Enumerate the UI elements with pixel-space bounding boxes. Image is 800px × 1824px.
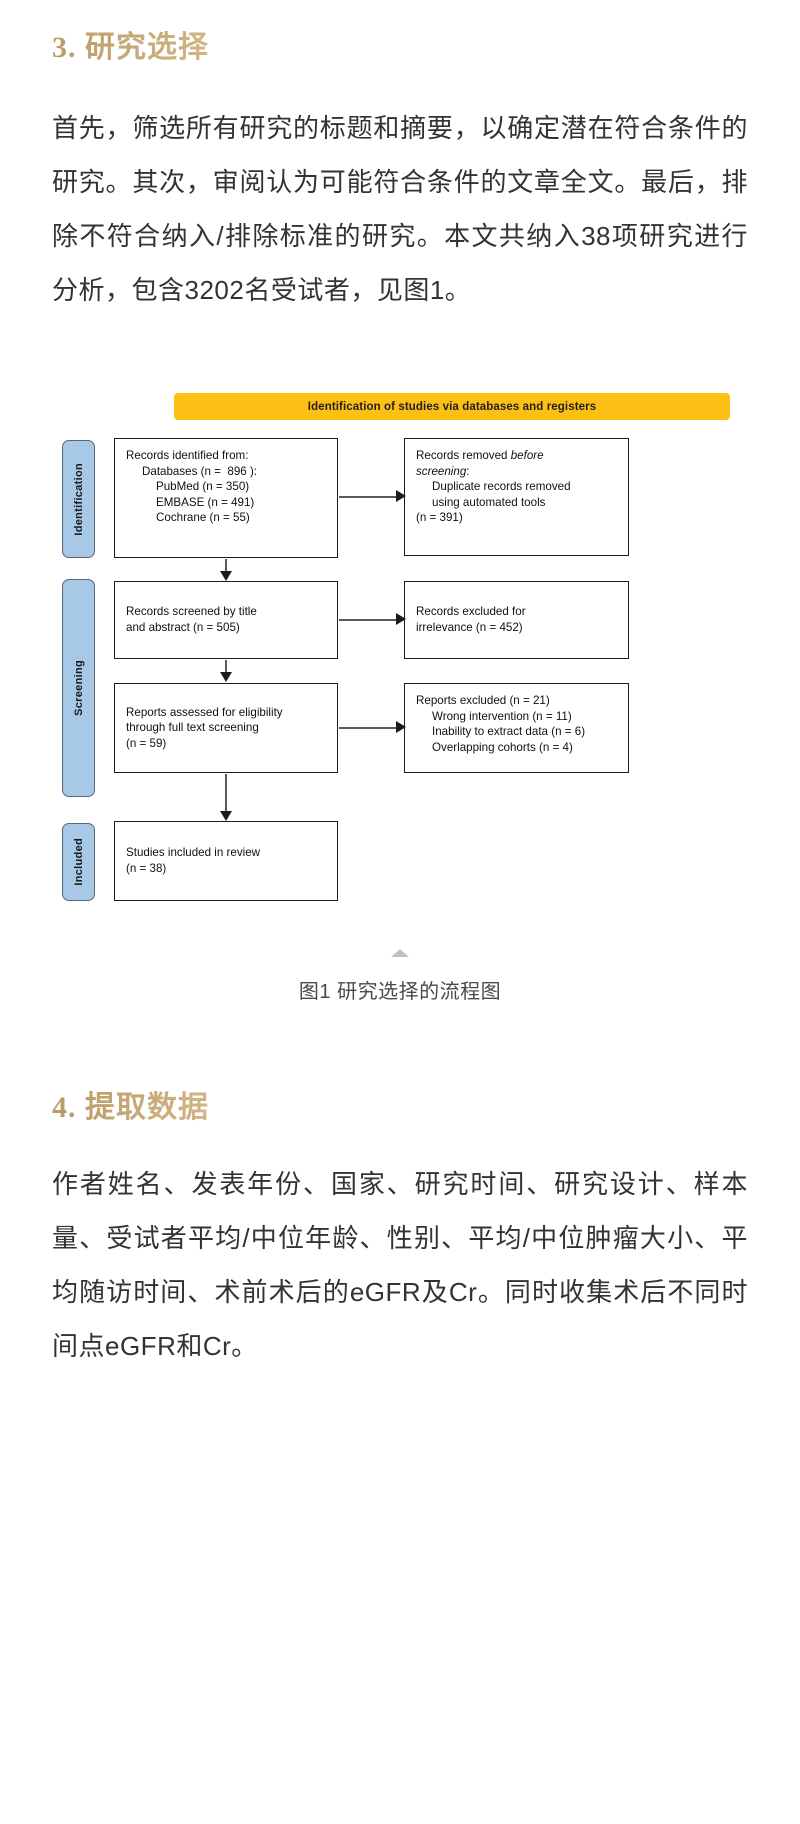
node-line: Studies included in review <box>126 846 261 860</box>
flow-node-records-screened: Records screened by title and abstract (… <box>114 581 338 659</box>
node-line: Records excluded for <box>416 605 526 619</box>
node-line: Wrong intervention (n = 11) <box>432 709 572 723</box>
arrow-screened-to-excluded <box>339 619 397 621</box>
arrowhead-right-icon <box>396 490 406 502</box>
figure-flowchart: Identification of studies via databases … <box>52 383 748 1004</box>
node-line: Inability to extract data (n = 6) <box>432 725 586 739</box>
node-text: : <box>466 464 470 478</box>
flow-node-records-identified: Records identified from: Databases (n = … <box>114 438 338 558</box>
arrowhead-right-icon <box>396 613 406 625</box>
stage-tab-identification-label: Identification <box>72 462 85 536</box>
node-text-italic: screening <box>416 464 467 478</box>
paragraph-study-selection: 首先，筛选所有研究的标题和摘要，以确定潜在符合条件的研究。其次，审阅认为可能符合… <box>52 113 748 305</box>
flow-banner-identification: Identification of studies via databases … <box>174 393 730 420</box>
node-text: Records removed <box>416 449 511 462</box>
stage-tab-included-label: Included <box>72 838 85 886</box>
arrow-identified-to-screened <box>225 559 227 573</box>
node-text-italic: before <box>510 449 544 462</box>
stage-tab-included: Included <box>62 823 95 901</box>
node-line: (n = 391) <box>416 511 463 525</box>
document-page: 3. 研究选择 首先，筛选所有研究的标题和摘要，以确定潜在符合条件的研究。其次，… <box>52 0 748 1373</box>
node-line: Records screened by title <box>126 605 257 619</box>
node-block: Records screened by title and abstract (… <box>126 604 257 635</box>
node-line: PubMed (n = 350) <box>156 480 250 494</box>
stage-tab-identification: Identification <box>62 440 95 558</box>
arrowhead-down-icon <box>220 811 232 821</box>
stage-tab-screening-label: Screening <box>72 660 85 716</box>
node-line: through full text screening <box>126 721 259 735</box>
node-line: EMBASE (n = 491) <box>156 495 255 509</box>
paragraph-data-extraction: 作者姓名、发表年份、国家、研究时间、研究设计、样本量、受试者平均/中位年龄、性别… <box>52 1169 748 1361</box>
section-heading-study-selection: 3. 研究选择 <box>52 0 748 67</box>
node-line: Duplicate records removed <box>432 480 571 494</box>
node-line: using automated tools <box>432 495 546 509</box>
flow-node-studies-included: Studies included in review (n = 38) <box>114 821 338 901</box>
node-line: Cochrane (n = 55) <box>156 511 250 525</box>
arrow-screened-to-eligible <box>225 660 227 674</box>
node-line: and abstract (n = 505) <box>126 621 240 634</box>
arrow-eligible-to-reports-excluded <box>339 727 397 729</box>
arrowhead-right-icon <box>396 721 406 733</box>
arrowhead-down-icon <box>220 571 232 581</box>
arrow-identified-to-removed <box>339 496 397 498</box>
collapse-caret-icon[interactable] <box>391 949 409 957</box>
stage-tab-screening: Screening <box>62 579 95 797</box>
node-line: (n = 59) <box>126 736 167 750</box>
node-line: screening: <box>416 464 617 480</box>
section-heading-data-extraction: 4. 提取数据 <box>52 1088 748 1127</box>
node-line: Databases (n = 896 ): <box>142 464 258 478</box>
flow-node-records-excluded: Records excluded for irrelevance (n = 45… <box>404 581 629 659</box>
node-line: Reports excluded (n = 21) <box>416 694 550 707</box>
section-data-extraction: 4. 提取数据 作者姓名、发表年份、国家、研究时间、研究设计、样本量、受试者平均… <box>52 1088 748 1373</box>
arrow-eligible-to-included <box>225 774 227 812</box>
node-line: (n = 38) <box>126 862 167 875</box>
node-block: Records excluded for irrelevance (n = 45… <box>416 604 526 635</box>
node-block: Studies included in review (n = 38) <box>126 845 260 876</box>
node-line: Records identified from: <box>126 449 249 462</box>
prisma-flow-diagram: Identification of studies via databases … <box>52 383 748 923</box>
flow-node-records-removed: Records removed before screening: Duplic… <box>404 438 629 556</box>
arrowhead-down-icon <box>220 672 232 682</box>
flow-node-reports-excluded: Reports excluded (n = 21) Wrong interven… <box>404 683 629 773</box>
figure-caption: 图1 研究选择的流程图 <box>298 981 502 1003</box>
node-line: Overlapping cohorts (n = 4) <box>432 740 573 754</box>
node-line: Reports assessed for eligibility <box>126 705 283 719</box>
node-line: Records removed before <box>416 448 617 464</box>
node-line: irrelevance (n = 452) <box>416 621 523 634</box>
flow-node-reports-assessed: Reports assessed for eligibility through… <box>114 683 338 773</box>
node-block: Reports assessed for eligibility through… <box>126 705 283 752</box>
